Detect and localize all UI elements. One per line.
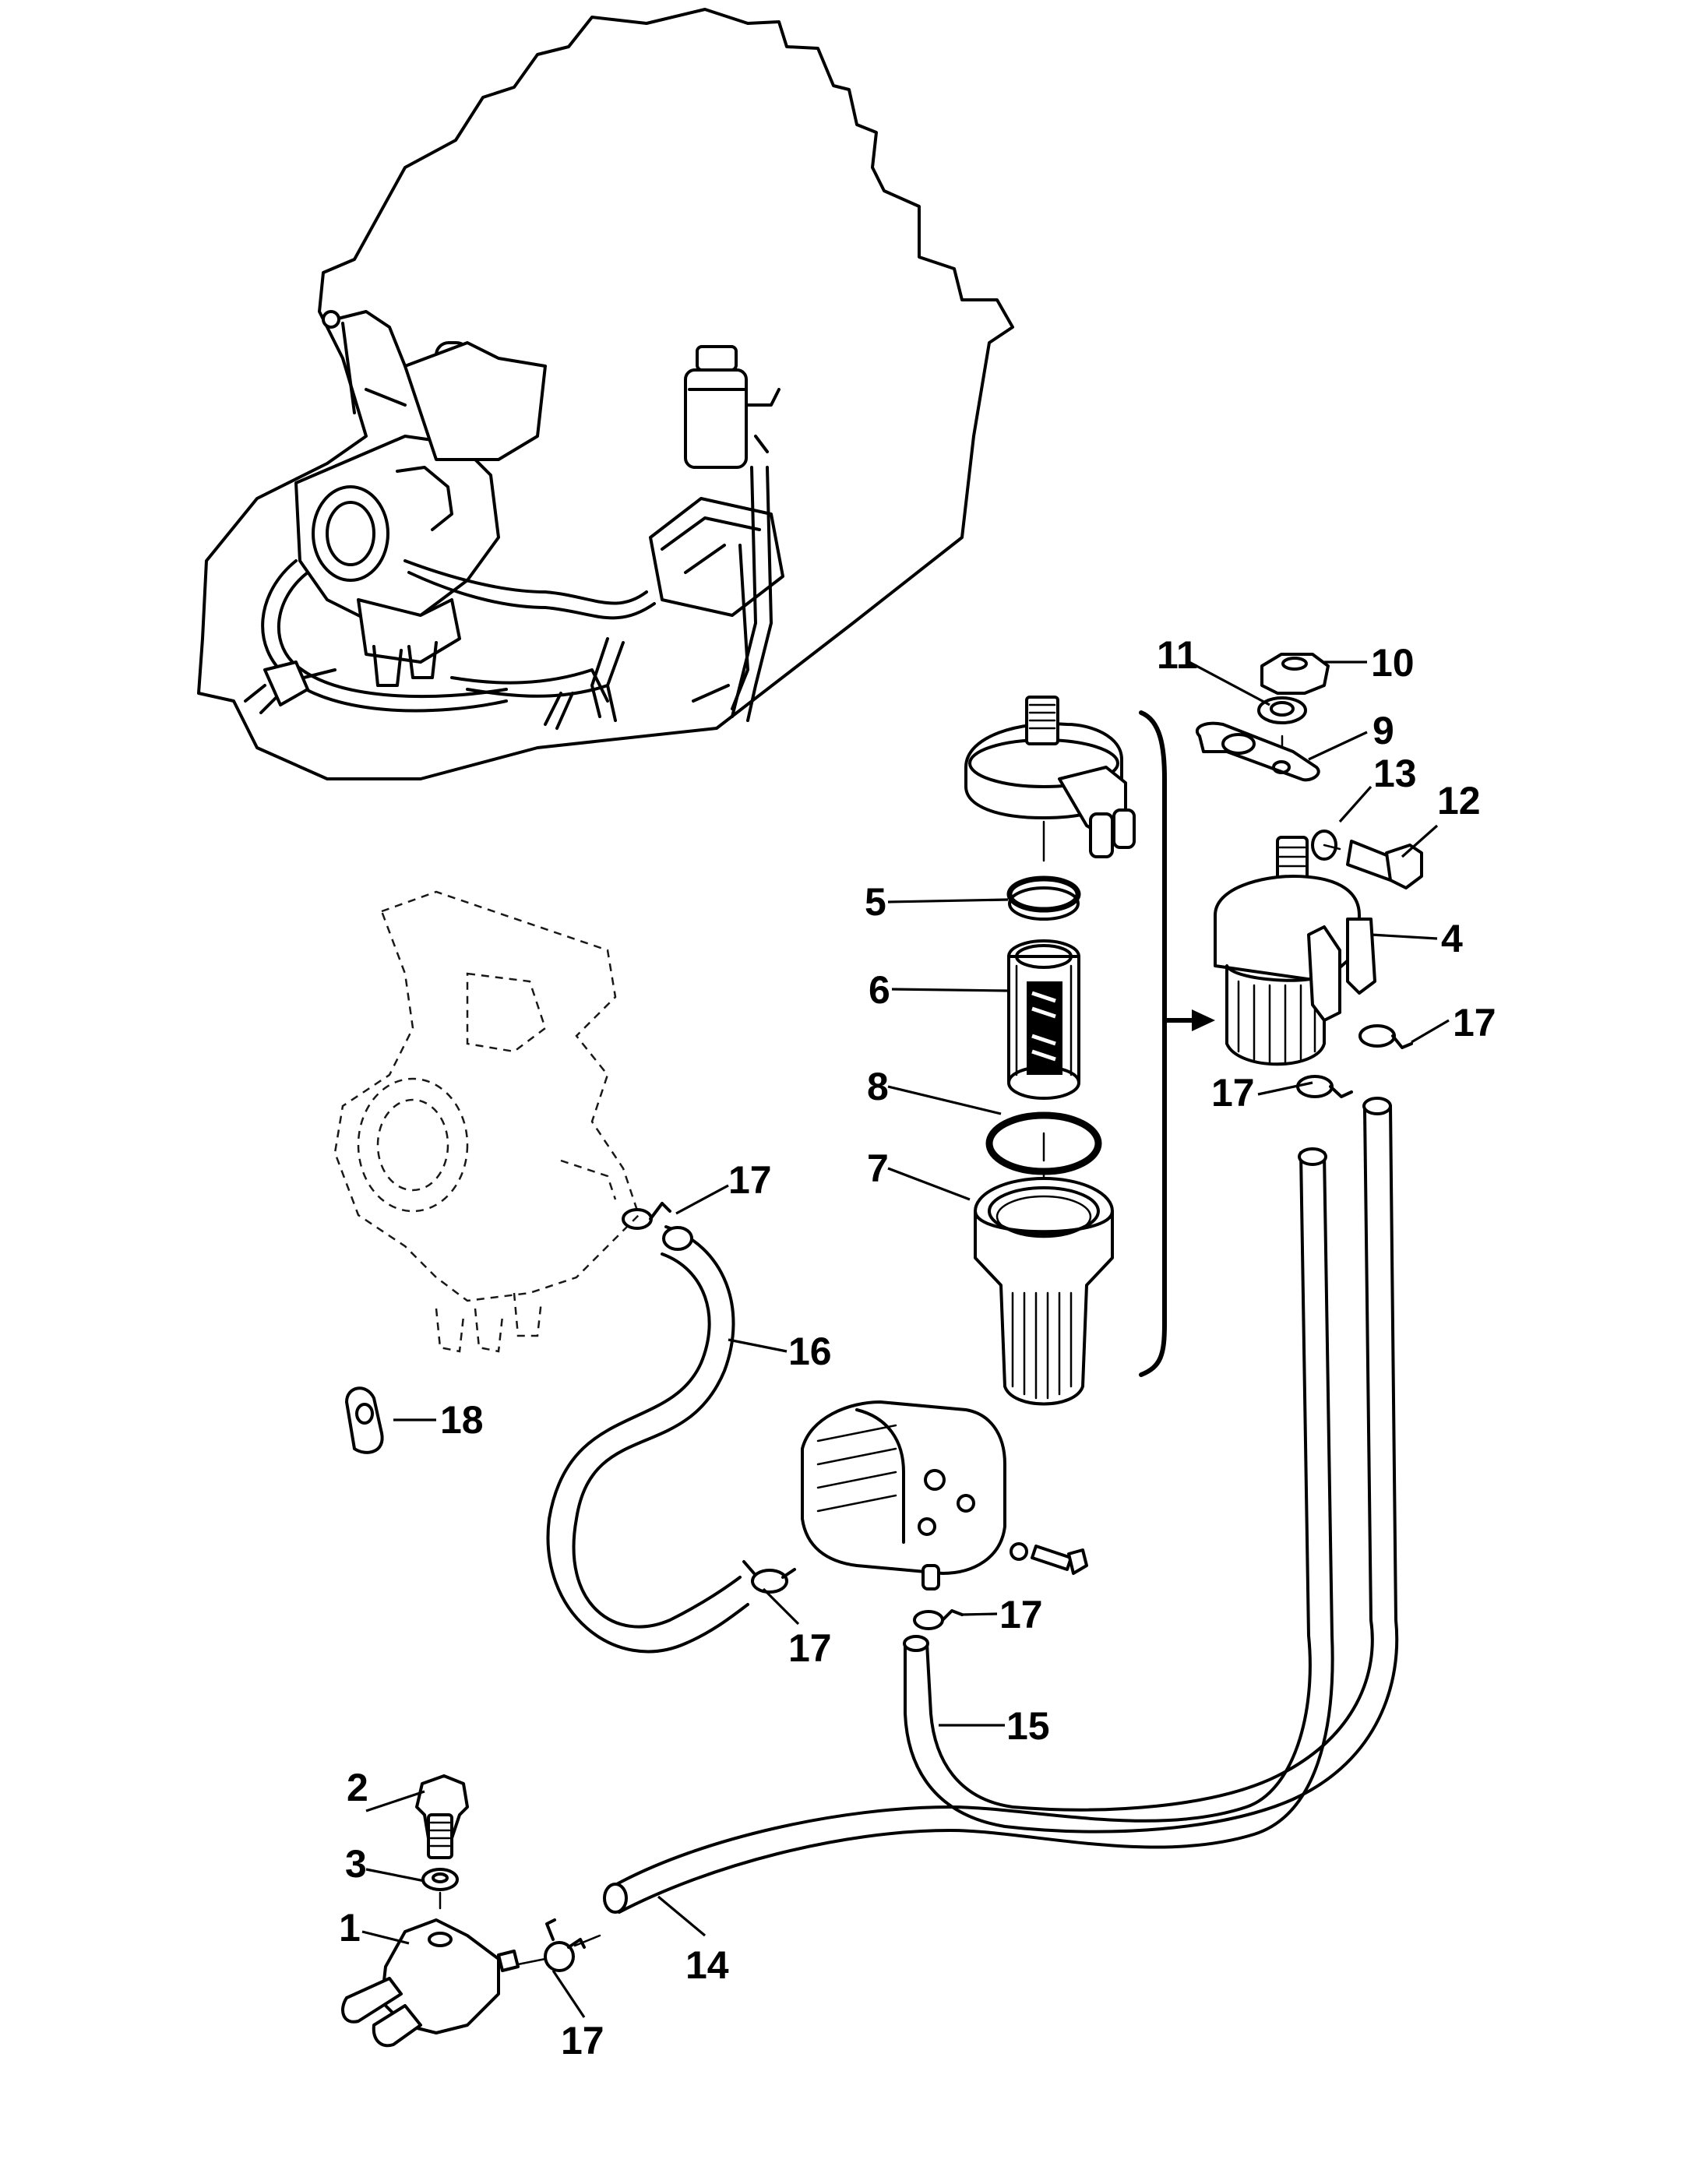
- carburetor-outline: [333, 890, 640, 1353]
- callout-16: 16: [788, 1330, 832, 1373]
- callout-6: 6: [869, 968, 890, 1012]
- callout-1: 1: [339, 1906, 361, 1950]
- hose-14-15-routing: [603, 1097, 1399, 1914]
- callout-2: 2: [347, 1766, 368, 1809]
- callout-3: 3: [345, 1842, 367, 1886]
- callout-13: 13: [1373, 752, 1417, 795]
- callout-7: 7: [867, 1147, 889, 1190]
- callout-15: 15: [1006, 1704, 1050, 1748]
- callout-17-pump-inlet: 17: [788, 1626, 832, 1670]
- callout-9: 9: [1373, 709, 1394, 752]
- callout-17-filter-right: 17: [1453, 1001, 1496, 1044]
- fuel-connector-hardware: [341, 1774, 601, 2048]
- callout-18: 18: [440, 1398, 484, 1442]
- callout-4: 4: [1441, 917, 1463, 960]
- callout-17-connector: 17: [561, 2019, 604, 2062]
- callout-12: 12: [1437, 779, 1481, 823]
- callout-11: 11: [1157, 633, 1198, 677]
- fuel-filter-assembly: [1195, 653, 1423, 1098]
- engine-assembly-overview: [197, 8, 1014, 780]
- hose-clip-18: [345, 1386, 384, 1454]
- callout-14: 14: [685, 1943, 729, 1987]
- fuel-pump: [742, 1400, 1088, 1630]
- callout-10: 10: [1371, 641, 1415, 685]
- fuel-filter-exploded: [964, 696, 1215, 1406]
- callout-labels: 11 10 9 13 12 4 5 6 8 7 17 17 17 16 18 1…: [339, 633, 1496, 2062]
- callout-17-filter-left: 17: [1211, 1071, 1255, 1115]
- leader-lines: [361, 659, 1450, 2018]
- callout-17-pump-outlet: 17: [999, 1593, 1043, 1636]
- callout-5: 5: [865, 880, 886, 924]
- callout-17-carburetor: 17: [728, 1158, 772, 1202]
- hose-16: [546, 1202, 749, 1654]
- callout-8: 8: [867, 1065, 889, 1108]
